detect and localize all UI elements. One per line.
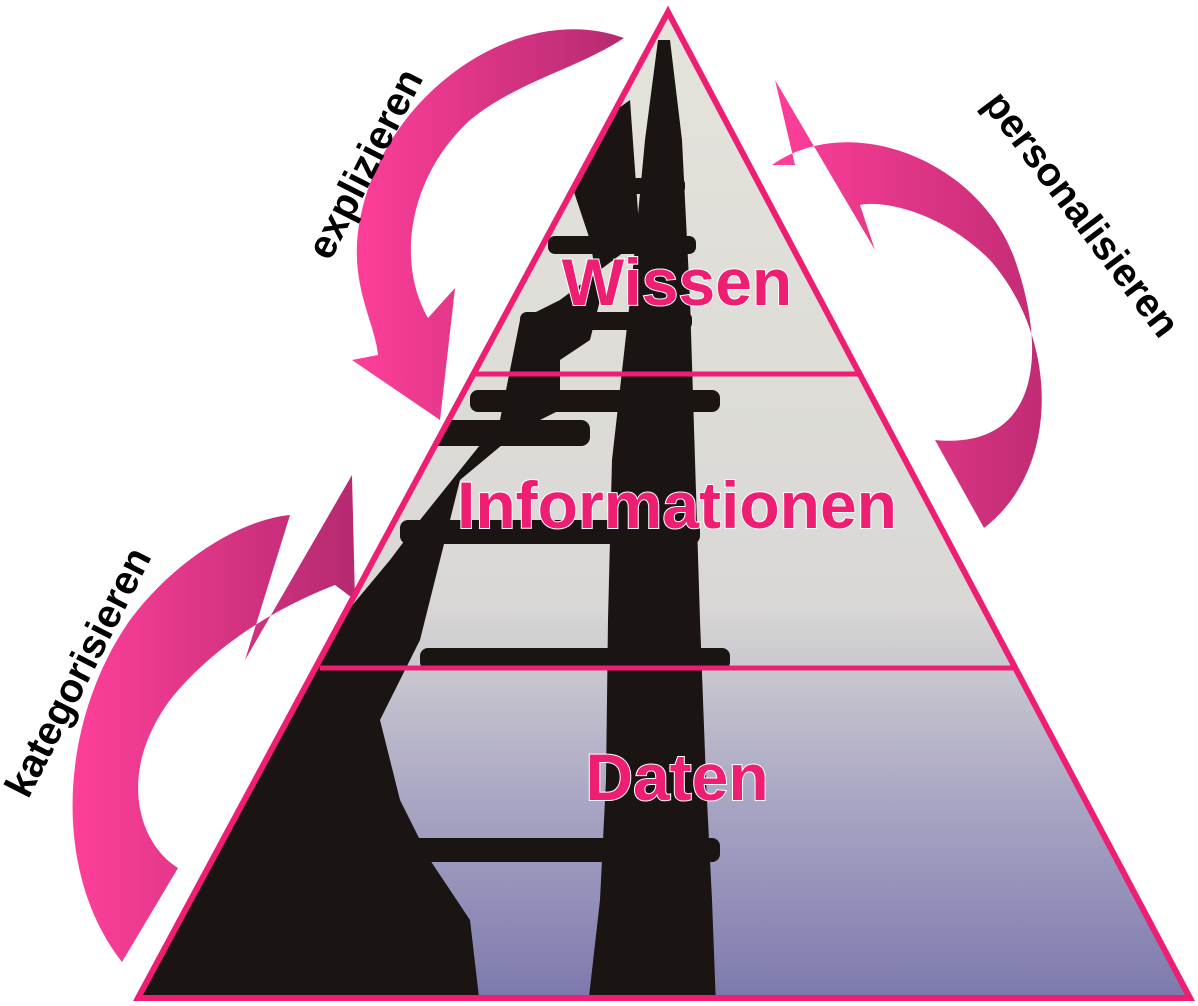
arrow-kategorisieren — [72, 475, 355, 962]
curved-arrow-shape — [772, 80, 1042, 528]
level-label-informationen: Informationen — [457, 468, 897, 542]
level-label-daten: Daten — [585, 740, 768, 814]
curved-arrow-shape — [72, 475, 355, 962]
level-label-wissen: Wissen — [562, 245, 792, 319]
curved-arrow-shape — [352, 29, 624, 421]
arrow-personalisieren — [772, 80, 1042, 528]
pyramid-outline — [132, 5, 1195, 1001]
label-personalisieren: personalisieren — [975, 83, 1188, 346]
arrow-explizieren — [352, 29, 624, 421]
